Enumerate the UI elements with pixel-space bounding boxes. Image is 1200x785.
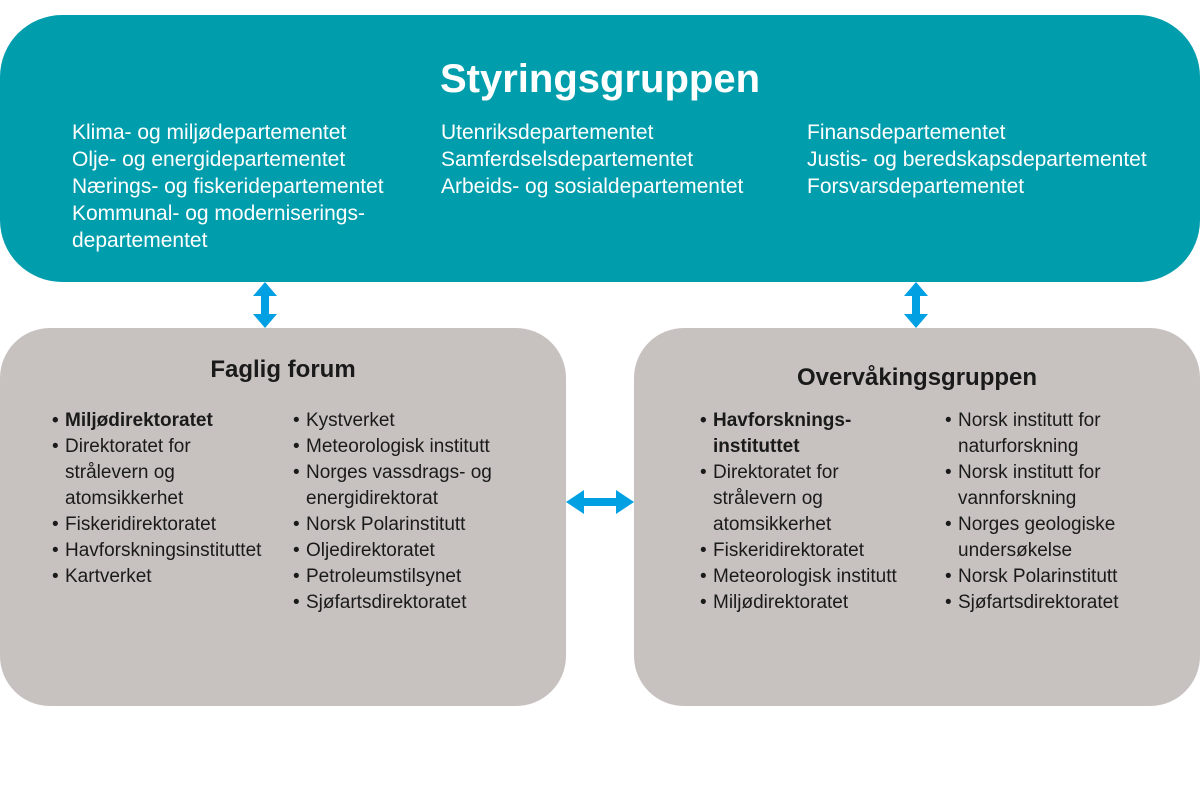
member-list-item: Havforskningsinstituttet <box>52 538 261 564</box>
department-name: Forsvarsdepartementet <box>807 175 1025 198</box>
overvakingsgruppen-box: Overvåkingsgruppen Havforsknings-institu… <box>634 328 1200 706</box>
department-name: Klima- og miljødepartementet <box>72 121 347 144</box>
member-list-item: Petroleumstilsynet <box>293 564 492 590</box>
horizontal-double-arrow-icon <box>566 490 634 514</box>
department-name: Nærings- og fiskeridepartementet <box>72 175 384 198</box>
member-list: Norsk institutt fornaturforskningNorsk i… <box>945 408 1119 616</box>
overvakingsgruppen-title: Overvåkingsgruppen <box>796 364 1038 391</box>
vertical-double-arrow-icon <box>904 282 928 328</box>
member-list-item: Norsk Polarinstitutt <box>293 512 492 538</box>
member-list-item: Norsk Polarinstitutt <box>945 564 1119 590</box>
styringsgruppen-box: Styringsgruppen Klima- og miljødeparteme… <box>0 15 1200 282</box>
member-list-item: Miljødirektoratet <box>700 590 897 616</box>
member-list-item: Fiskeridirektoratet <box>700 538 897 564</box>
faglig-forum-box: Faglig forum MiljødirektoratetDirektorat… <box>0 328 566 706</box>
department-name: departementet <box>72 229 208 252</box>
department-name: Finansdepartementet <box>807 121 1006 144</box>
member-list: MiljødirektoratetDirektoratet forstrålev… <box>52 408 261 590</box>
department-name: Arbeids- og sosialdepartementet <box>441 175 744 198</box>
member-list-item: Kystverket <box>293 408 492 434</box>
faglig-forum-title: Faglig forum <box>210 356 356 383</box>
member-list-item: Kartverket <box>52 564 261 590</box>
member-list-item: Sjøfartsdirektoratet <box>945 590 1119 616</box>
member-list: Havforsknings-instituttetDirektoratet fo… <box>700 408 897 616</box>
member-list-item: Sjøfartsdirektoratet <box>293 590 492 616</box>
department-name: Samferdselsdepartementet <box>441 148 694 171</box>
member-list-item: Meteorologisk institutt <box>700 564 897 590</box>
vertical-double-arrow-icon <box>253 282 277 328</box>
styringsgruppen-title: Styringsgruppen <box>439 57 761 101</box>
member-list-item: Miljødirektoratet <box>52 408 261 434</box>
member-list: KystverketMeteorologisk instituttNorges … <box>293 408 492 616</box>
member-list-item: Oljedirektoratet <box>293 538 492 564</box>
member-list-item: Fiskeridirektoratet <box>52 512 261 538</box>
member-list-item: Havforsknings-instituttet <box>700 408 897 460</box>
member-list-item: Meteorologisk institutt <box>293 434 492 460</box>
department-name: Kommunal- og moderniserings- <box>72 202 365 225</box>
department-name: Utenriksdepartementet <box>441 121 654 144</box>
department-name: Justis- og beredskapsdepartementet <box>807 148 1147 171</box>
department-name: Olje- og energidepartementet <box>72 148 346 171</box>
